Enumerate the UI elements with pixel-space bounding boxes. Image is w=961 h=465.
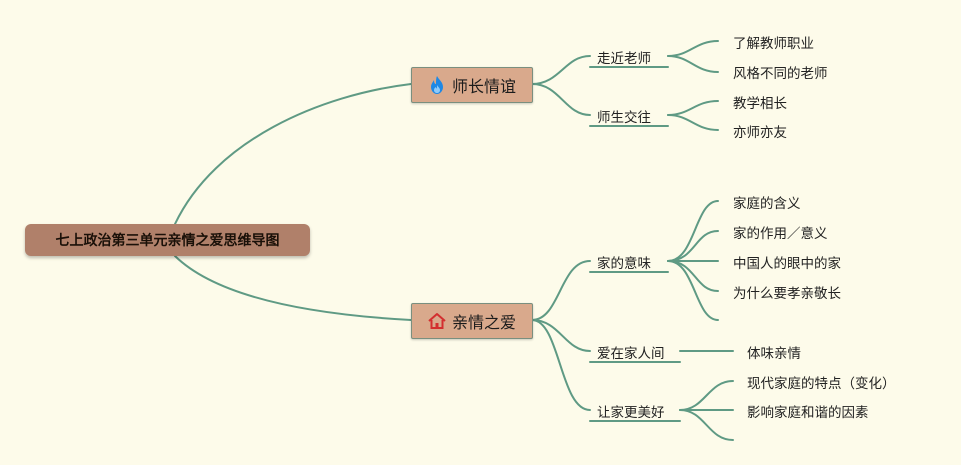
- root-label: 七上政治第三单元亲情之爱思维导图: [55, 233, 280, 249]
- connector-sub21-leaf5: [667, 260, 719, 321]
- leaf-node-2-1-2[interactable]: 家的作用／意义: [733, 226, 828, 242]
- connector-branch1-sub1: [531, 55, 591, 85]
- sub-node-1-1[interactable]: 走近老师: [597, 51, 651, 67]
- connector-branch2-sub2: [531, 319, 591, 352]
- sub-node-1-2[interactable]: 师生交往: [597, 110, 651, 126]
- leaf-node-1-1-2[interactable]: 风格不同的老师: [733, 66, 828, 82]
- branch-node-2[interactable]: 亲情之爱: [411, 303, 533, 339]
- leaf-node-1-2-1[interactable]: 教学相长: [733, 96, 787, 112]
- sub-node-2-3[interactable]: 让家更美好: [597, 405, 665, 421]
- branch-label-1: 师长情谊: [451, 77, 516, 96]
- leaf-node-2-3-1[interactable]: 现代家庭的特点（变化）: [747, 376, 896, 392]
- sub-node-2-2[interactable]: 爱在家人间: [597, 346, 665, 362]
- connector-sub23-leaf3: [679, 409, 734, 441]
- leaf-node-2-1-4[interactable]: 为什么要孝亲敬长: [733, 286, 841, 302]
- sub-node-2-1[interactable]: 家的意味: [597, 256, 651, 272]
- connector-branch1-sub2: [531, 83, 591, 116]
- leaf-node-2-3-2[interactable]: 影响家庭和谐的因素: [747, 405, 869, 421]
- connector-branch2-sub3: [531, 319, 591, 411]
- connector-sub23-leaf1: [679, 380, 734, 411]
- leaf-node-2-1-3[interactable]: 中国人的眼中的家: [733, 256, 841, 272]
- leaf-node-2-1-1[interactable]: 家庭的含义: [733, 196, 801, 212]
- connector-sub11-leaf2: [667, 55, 719, 73]
- leaf-node-2-2-1[interactable]: 体味亲情: [747, 346, 801, 362]
- connector-root-branch-2: [174, 255, 412, 321]
- connector-root-branch-1: [174, 83, 412, 225]
- root-node[interactable]: 七上政治第三单元亲情之爱思维导图: [25, 224, 310, 256]
- connector-sub21-leaf1: [667, 200, 719, 262]
- connector-branch2-sub1: [531, 260, 591, 321]
- branch-node-1[interactable]: 师长情谊: [411, 67, 533, 103]
- leaf-node-1-2-2[interactable]: 亦师亦友: [733, 125, 787, 141]
- house-icon: [428, 311, 446, 331]
- connector-sub12-leaf1: [667, 100, 719, 116]
- flame-icon: [428, 75, 446, 95]
- connector-sub12-leaf2: [667, 114, 719, 131]
- connector-sub11-leaf1: [667, 40, 719, 57]
- branch-label-2: 亲情之爱: [451, 313, 516, 332]
- leaf-node-1-1-1[interactable]: 了解教师职业: [733, 36, 814, 52]
